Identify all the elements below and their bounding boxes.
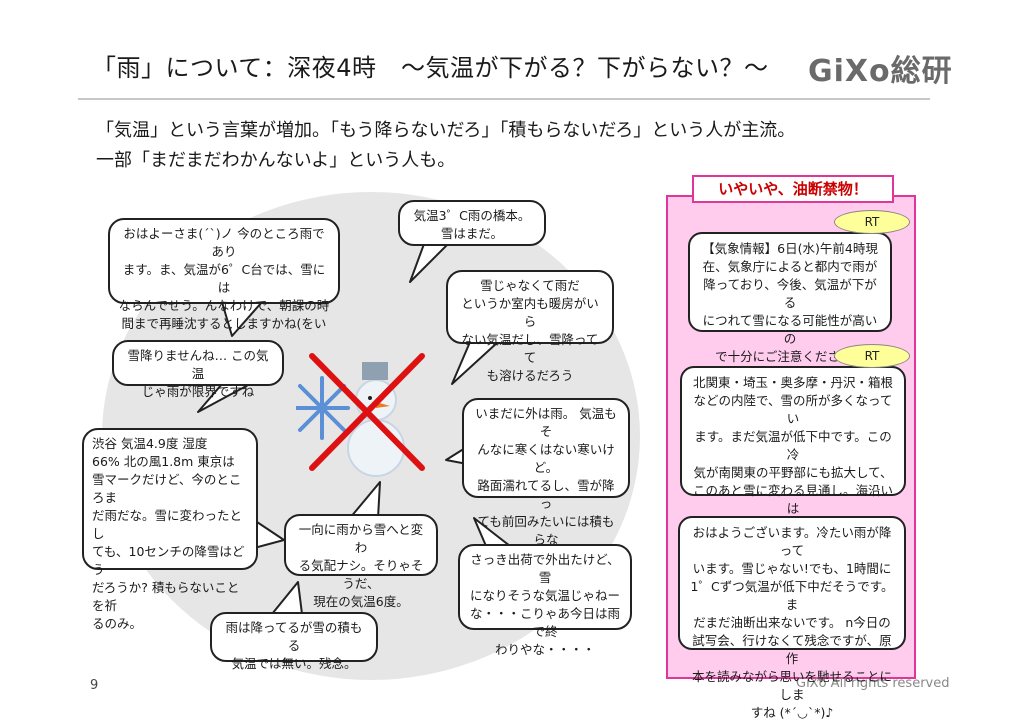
comment-bubble: 雪降りませんね… この気温 じゃ雨が限界ですね [112, 340, 284, 399]
page-number: 9 [90, 678, 99, 693]
tail-7 [349, 481, 381, 519]
tail-6 [253, 519, 285, 549]
red-cross-icon [309, 353, 425, 471]
rt-badge: RT [834, 344, 910, 368]
intro-line-2: 一部「まだまだわかんないよ」という人も。 [96, 150, 456, 171]
comment-bubble: いまだに外は雨。 気温もそ んなに寒くはない寒いけど。 路面濡れてるし、雪が降っ… [462, 398, 630, 565]
retweet-bubble: 北関東・埼玉・奥多摩・丹沢・箱根 などの内陸で、雪の所が多くなってい ます。まだ… [680, 366, 906, 570]
snowman-illustration [296, 353, 425, 477]
comment-bubble: 渋谷 気温4.9度 湿度 66% 北の風1.8m 東京は 雪マークだけど、今のと… [82, 428, 258, 631]
reply-bubble: おはようございます。冷たい雨が降って います。雪じゃない!でも、1時間に 1゜C… [678, 516, 906, 720]
intro-line-1: 「気温」という言葉が増加。「もう降らないだろ」「積もらないだろ」という人が主流。 [96, 120, 796, 141]
comment-bubble: おはよーさま(´`)ノ 今のところ雨であり ます。ま、気温が6゜C台では、雪には… [108, 218, 340, 331]
copyright: GiXo All rights reserved [796, 676, 950, 691]
caution-title: いやいや、油断禁物！ [692, 175, 894, 203]
comment-bubble: 雨は降ってるが雪の積もる 気温では無い。残念。 [210, 612, 378, 671]
rt-badge: RT [834, 210, 910, 234]
page-title: 「雨」について：深夜4時 ～気温が下がる？下がらない？～ [92, 54, 769, 82]
comment-bubble: 気温3゜C雨の橋本。 雪はまだ。 [398, 200, 546, 246]
comment-bubble: 雪じゃなくて雨だ というか室内も暖房がいら ない気温だし、雪降ってて も溶けるだ… [446, 270, 614, 383]
comment-bubble: 一向に雨から雪へと変わ る気配ナシ。そりゃそうだ、 現在の気温6度。 [284, 514, 438, 609]
comment-bubble: さっき出荷で外出たけど、雪 になりそうな気温じゃねー な・・・こりゃあ今日は雨で… [458, 544, 632, 657]
tail-9 [271, 581, 303, 615]
tail-2 [409, 243, 449, 283]
snowflake-icon [296, 376, 350, 440]
retweet-bubble: 【気象情報】6日(水)午前4時現 在、気象庁によると都内で雨が 降っており、今後… [688, 232, 892, 364]
title-divider [78, 98, 930, 100]
gixo-logo: GiXo総研 [808, 54, 953, 89]
